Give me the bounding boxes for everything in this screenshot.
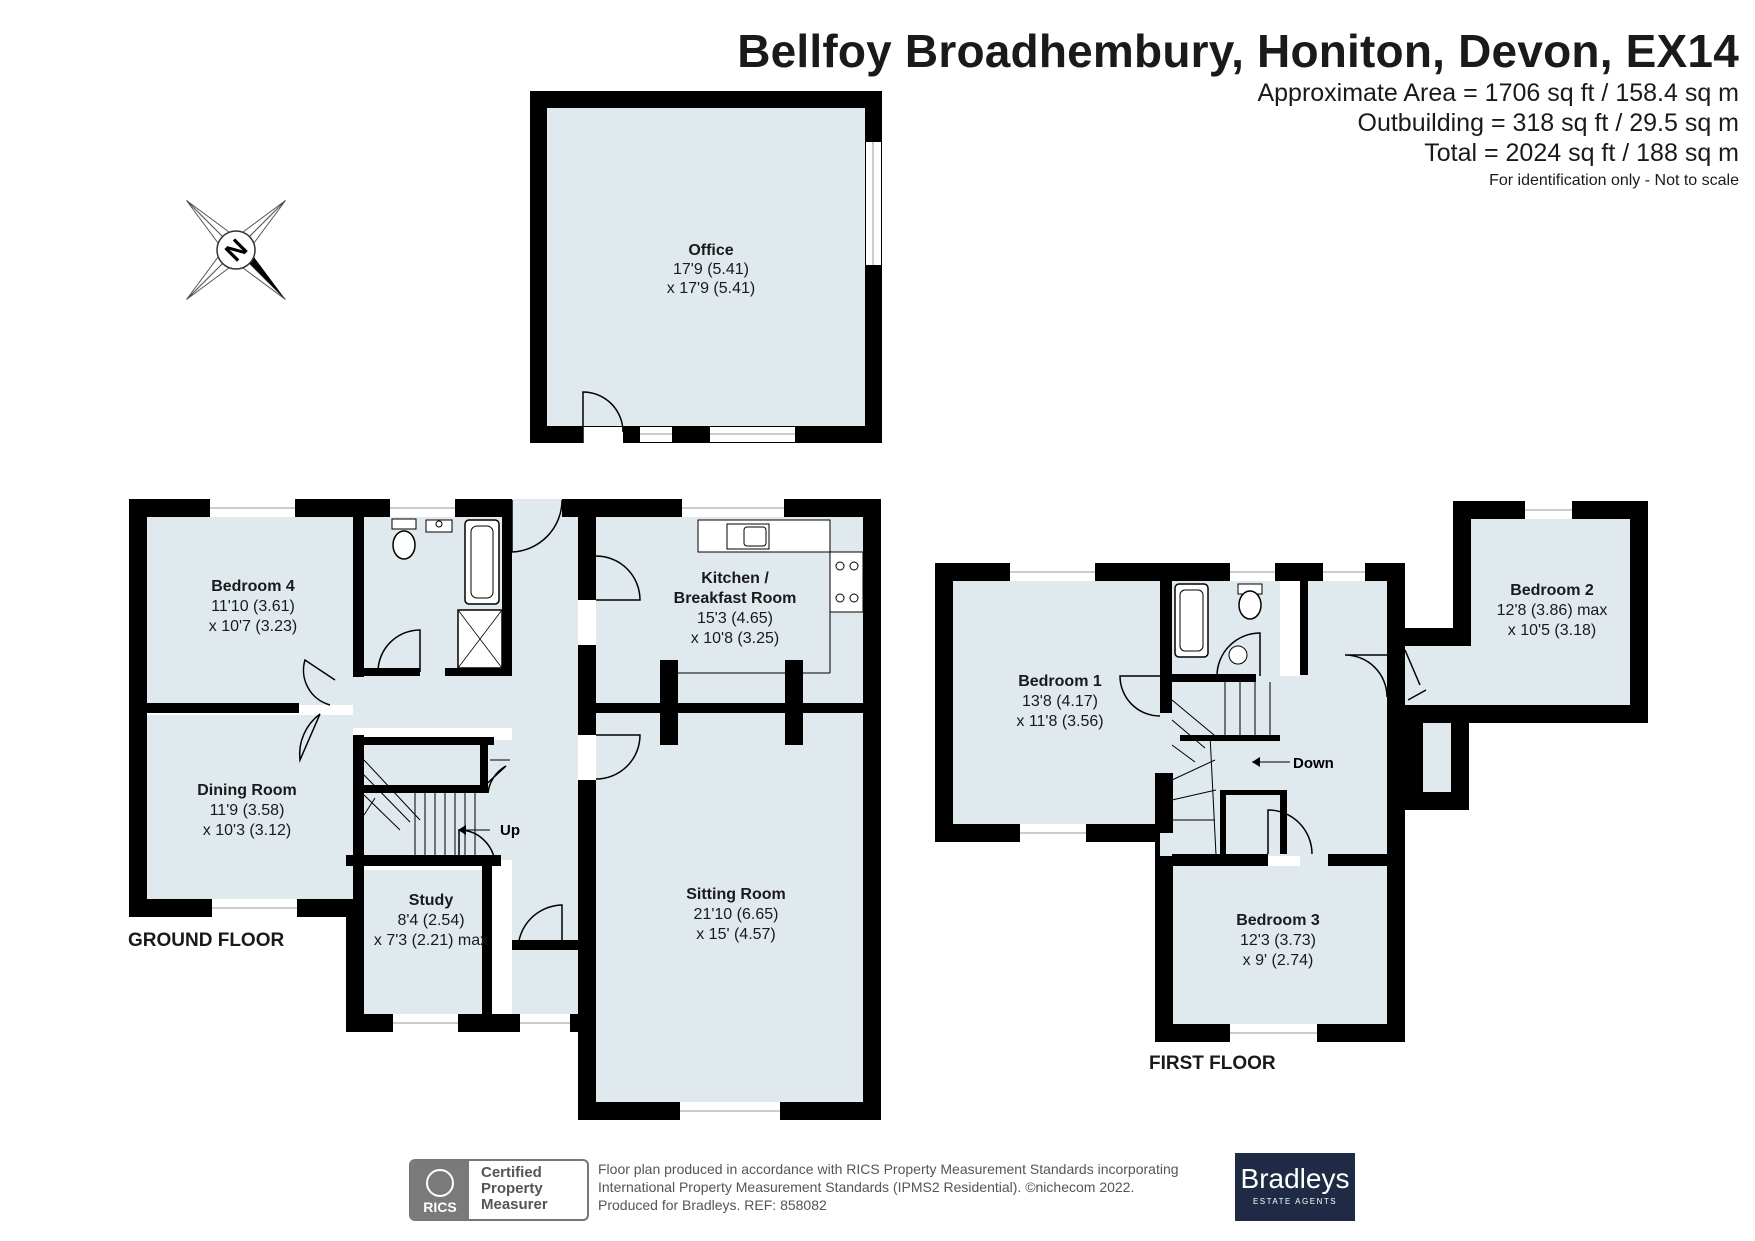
svg-text:Kitchen /: Kitchen /	[701, 570, 769, 587]
stairs-down-label: Down	[1293, 755, 1334, 772]
compass-icon	[186, 200, 286, 300]
room-label-bedroom-1: Bedroom 1 13'8 (4.17) x 11'8 (3.56)	[1016, 673, 1103, 730]
room-label-study: Study 8'4 (2.54) x 7'3 (2.21) max	[374, 892, 488, 949]
disclaimer-note: For identification only - Not to scale	[1489, 172, 1739, 189]
brand-name: Bradleys	[1240, 1163, 1350, 1194]
svg-text:21'10 (6.65): 21'10 (6.65)	[694, 906, 779, 923]
svg-text:Breakfast Room: Breakfast Room	[674, 590, 797, 607]
svg-text:Bedroom 1: Bedroom 1	[1018, 673, 1102, 690]
rics-text: RICS	[423, 1199, 457, 1215]
room-label-bedroom-3: Bedroom 3 12'3 (3.73) x 9' (2.74)	[1236, 912, 1320, 969]
cert-line-1: Certified	[481, 1164, 542, 1181]
svg-text:x 7'3 (2.21) max: x 7'3 (2.21) max	[374, 932, 488, 949]
svg-text:12'3 (3.73): 12'3 (3.73)	[1240, 932, 1316, 949]
svg-text:Bedroom 4: Bedroom 4	[211, 578, 295, 595]
svg-text:x 15' (4.57): x 15' (4.57)	[696, 926, 776, 943]
footer-disclaimer: Floor plan produced in accordance with R…	[598, 1160, 1179, 1214]
approximate-area: Approximate Area = 1706 sq ft / 158.4 sq…	[1257, 79, 1739, 107]
svg-text:x 9' (2.74): x 9' (2.74)	[1243, 952, 1314, 969]
room-label-kitchen-breakfast-room: Kitchen / Breakfast Room 15'3 (4.65) x 1…	[674, 570, 797, 647]
svg-text:12'8 (3.86) max: 12'8 (3.86) max	[1497, 602, 1608, 619]
svg-text:13'8 (4.17): 13'8 (4.17)	[1022, 693, 1098, 710]
first-floor-label: FIRST FLOOR	[1149, 1053, 1276, 1074]
footer-line-2: International Property Measurement Stand…	[598, 1179, 1135, 1195]
svg-text:11'9 (3.58): 11'9 (3.58)	[210, 802, 285, 819]
rics-emblem-icon	[426, 1169, 454, 1197]
cert-line-2: Property	[481, 1180, 543, 1197]
room-label-sitting-room: Sitting Room 21'10 (6.65) x 15' (4.57)	[686, 886, 786, 943]
svg-text:Sitting Room: Sitting Room	[686, 886, 786, 903]
svg-text:8'4 (2.54): 8'4 (2.54)	[397, 912, 464, 929]
footer-line-3: Produced for Bradleys. REF: 858082	[598, 1197, 827, 1213]
svg-text:Bedroom 3: Bedroom 3	[1236, 912, 1320, 929]
svg-text:17'9 (5.41): 17'9 (5.41)	[673, 261, 749, 278]
svg-text:15'3 (4.65): 15'3 (4.65)	[697, 610, 773, 627]
svg-text:x 11'8 (3.56): x 11'8 (3.56)	[1016, 713, 1103, 730]
svg-text:Bedroom 2: Bedroom 2	[1510, 582, 1594, 599]
ground-floor-plan	[129, 499, 881, 1120]
footer-line-1: Floor plan produced in accordance with R…	[598, 1161, 1179, 1177]
svg-text:x 10'8 (3.25): x 10'8 (3.25)	[691, 630, 779, 647]
svg-text:Office: Office	[688, 242, 733, 259]
brand-subtitle: ESTATE AGENTS	[1252, 1197, 1338, 1206]
property-title: Bellfoy Broadhembury, Honiton, Devon, EX…	[737, 25, 1739, 77]
svg-text:Study: Study	[409, 892, 454, 909]
total-area: Total = 2024 sq ft / 188 sq m	[1424, 139, 1739, 167]
cert-line-3: Measurer	[481, 1196, 548, 1213]
header: Bellfoy Broadhembury, Honiton, Devon, EX…	[737, 24, 1739, 190]
first-floor-plan	[935, 501, 1648, 1042]
ground-floor-label: GROUND FLOOR	[128, 930, 284, 951]
room-label-dining-room: Dining Room 11'9 (3.58) x 10'3 (3.12)	[197, 782, 297, 839]
svg-text:x 17'9 (5.41): x 17'9 (5.41)	[667, 280, 755, 297]
outbuilding-area: Outbuilding = 318 sq ft / 29.5 sq m	[1357, 109, 1739, 137]
svg-text:x 10'7 (3.23): x 10'7 (3.23)	[209, 618, 297, 635]
svg-text:11'10 (3.61): 11'10 (3.61)	[211, 598, 295, 615]
bradleys-logo: Bradleys ESTATE AGENTS	[1235, 1153, 1355, 1221]
room-label-office: Office 17'9 (5.41) x 17'9 (5.41)	[667, 242, 755, 297]
office-outbuilding	[530, 91, 882, 444]
room-label-bedroom-4: Bedroom 4 11'10 (3.61) x 10'7 (3.23)	[209, 578, 297, 635]
svg-text:x 10'5 (3.18): x 10'5 (3.18)	[1508, 622, 1596, 639]
rics-certified-badge: RICS Certified Property Measurer	[409, 1159, 589, 1221]
svg-text:Dining Room: Dining Room	[197, 782, 297, 799]
stairs-up-label: Up	[500, 822, 520, 839]
rics-logo: RICS	[411, 1161, 469, 1219]
room-label-bedroom-2: Bedroom 2 12'8 (3.86) max x 10'5 (3.18)	[1497, 582, 1608, 639]
svg-text:x 10'3 (3.12): x 10'3 (3.12)	[203, 822, 291, 839]
cert-text: Certified Property Measurer	[481, 1165, 548, 1213]
